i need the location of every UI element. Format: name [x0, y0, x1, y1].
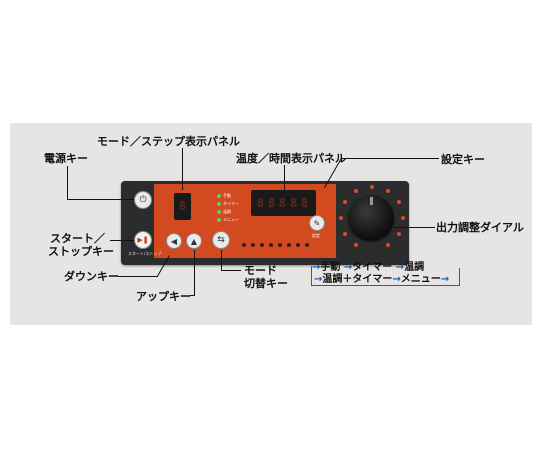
power-button[interactable]: ⏻ [134, 191, 152, 209]
temp-digit-1: 8 [256, 196, 265, 210]
leader-mode-step [182, 148, 183, 190]
mode-step-display [174, 193, 191, 220]
play-pause-icon: ▶❚ [137, 236, 149, 244]
mode-label-menu: メニュー [223, 217, 239, 222]
dial-led-ring [338, 185, 406, 253]
up-arrow-icon: ▲ [190, 236, 198, 246]
callout-power-key: 電源キー [44, 152, 88, 165]
flow-arrow-icon: → [312, 262, 321, 273]
leader-set [341, 158, 439, 159]
power-icon: ⏻ [139, 195, 147, 205]
flow-return-line [311, 266, 312, 285]
callout-up-key: アップキー [136, 290, 191, 303]
flow-menu: メニュー [400, 274, 441, 285]
mode-led-timer [217, 202, 221, 206]
leader-temp [284, 165, 285, 190]
mode-led-menu [217, 218, 221, 222]
cycle-icon: ⇆ [217, 235, 225, 245]
flow-arrow-icon: → [440, 274, 450, 285]
callout-down-key: ダウンキー [64, 270, 119, 283]
mode-led-temp [217, 210, 221, 214]
leader-up-h [190, 295, 195, 296]
callout-mode-switch-2: 切替キー [244, 277, 288, 290]
up-button[interactable]: ▲ [186, 233, 202, 249]
callout-mode-switch-1: モード [244, 264, 277, 277]
mode-label-temp: 温調 [223, 209, 231, 214]
flow-row-1: →手動 →タイマー →温調 [312, 262, 424, 273]
callout-start-stop-2: ストップキー [48, 245, 114, 258]
flow-temp-timer: 温調＋タイマー [322, 274, 393, 285]
leader-mode-v [221, 250, 222, 270]
start-stop-button[interactable]: ▶❚ [134, 231, 152, 249]
flow-temp: 温調 [404, 262, 425, 273]
leader-power-h [67, 199, 134, 200]
leader-dial [394, 227, 435, 228]
set-caption: 設定 [312, 233, 320, 238]
mode-step-digit: 8 [178, 199, 187, 213]
flow-arrow-icon: → [392, 274, 401, 285]
pencil-icon: ✎ [313, 218, 321, 228]
output-level-bar [242, 243, 312, 249]
mode-label-timer: タイマー [223, 201, 239, 206]
leader-mode-h [221, 270, 241, 271]
leader-down-h [118, 276, 158, 277]
flow-timer: タイマー [352, 262, 393, 273]
temp-time-display [251, 190, 316, 216]
flow-arrow-icon: → [314, 274, 323, 285]
flow-bottom-line [311, 285, 460, 286]
callout-set-key: 設定キー [441, 153, 485, 166]
down-button[interactable]: ◀ [166, 233, 182, 249]
mode-label-manual: 手動 [223, 193, 231, 198]
set-button[interactable]: ✎ [309, 215, 325, 231]
temp-digit-4: 8 [289, 196, 298, 210]
temp-digit-5: 8 [300, 196, 309, 210]
callout-mode-step-display: モード／ステップ表示パネル [97, 135, 240, 148]
leader-up [194, 250, 195, 295]
dial-indicator [370, 197, 373, 205]
mode-switch-button[interactable]: ⇆ [212, 231, 230, 249]
flow-arrow-icon: → [343, 262, 353, 273]
callout-start-stop-1: スタート／ [50, 232, 105, 245]
flow-manual: 手動 [320, 262, 341, 273]
down-arrow-icon: ◀ [170, 236, 178, 246]
flow-row-2: →温調＋タイマー→メニュー→ [314, 274, 449, 285]
start-stop-caption: スタート/ストップ [128, 251, 162, 256]
leader-power [67, 166, 68, 200]
temp-digit-2: 8 [267, 196, 276, 210]
leader-start [110, 240, 134, 241]
callout-temp-time-display: 温度／時間表示パネル [236, 152, 346, 165]
flow-arrow-icon: → [395, 262, 405, 273]
mode-led-manual [217, 194, 221, 198]
flow-return-line-right [459, 268, 460, 285]
callout-output-dial: 出力調整ダイアル [436, 221, 524, 234]
temp-digit-3: 8 [278, 196, 287, 210]
